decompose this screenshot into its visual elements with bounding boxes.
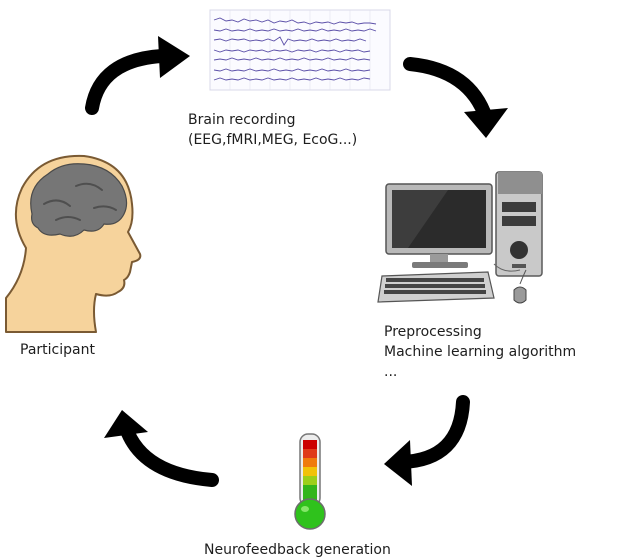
thermo-bulb	[294, 498, 326, 530]
thermo-level-6	[303, 485, 317, 501]
brain-shape	[30, 163, 128, 237]
arrowhead-2	[464, 108, 508, 138]
arrowhead-4	[104, 410, 148, 438]
processing-line2: Machine learning algorithm	[384, 344, 577, 360]
feedback-label: Neurofeedback generation	[204, 542, 391, 558]
arrowhead-3	[384, 440, 412, 486]
computer-mouse	[513, 286, 527, 304]
recording-title: Brain recording	[188, 112, 296, 128]
thermo-level-3	[303, 458, 317, 467]
arrowhead-1	[158, 36, 190, 78]
arrow-processing-to-feedback	[395, 395, 470, 469]
thermo-level-1	[303, 440, 317, 449]
thermo-level-2	[303, 449, 317, 458]
computer-image	[377, 171, 543, 304]
thermo-level-4	[303, 467, 317, 476]
arrow-feedback-to-participant	[119, 421, 219, 487]
participant-head-image	[5, 154, 142, 333]
processing-line3: ...	[384, 364, 398, 380]
arrow-recording-to-processing	[403, 57, 493, 125]
processing-line1: Preprocessing	[384, 324, 482, 340]
thermo-level-5	[303, 476, 317, 485]
thermometer-icon	[294, 433, 326, 530]
arrow-participant-to-recording	[85, 49, 169, 115]
eeg-recording-image	[209, 9, 391, 91]
participant-label: Participant	[20, 342, 95, 358]
recording-subtitle: (EEG,fMRI,MEG, EcoG...)	[188, 132, 358, 148]
